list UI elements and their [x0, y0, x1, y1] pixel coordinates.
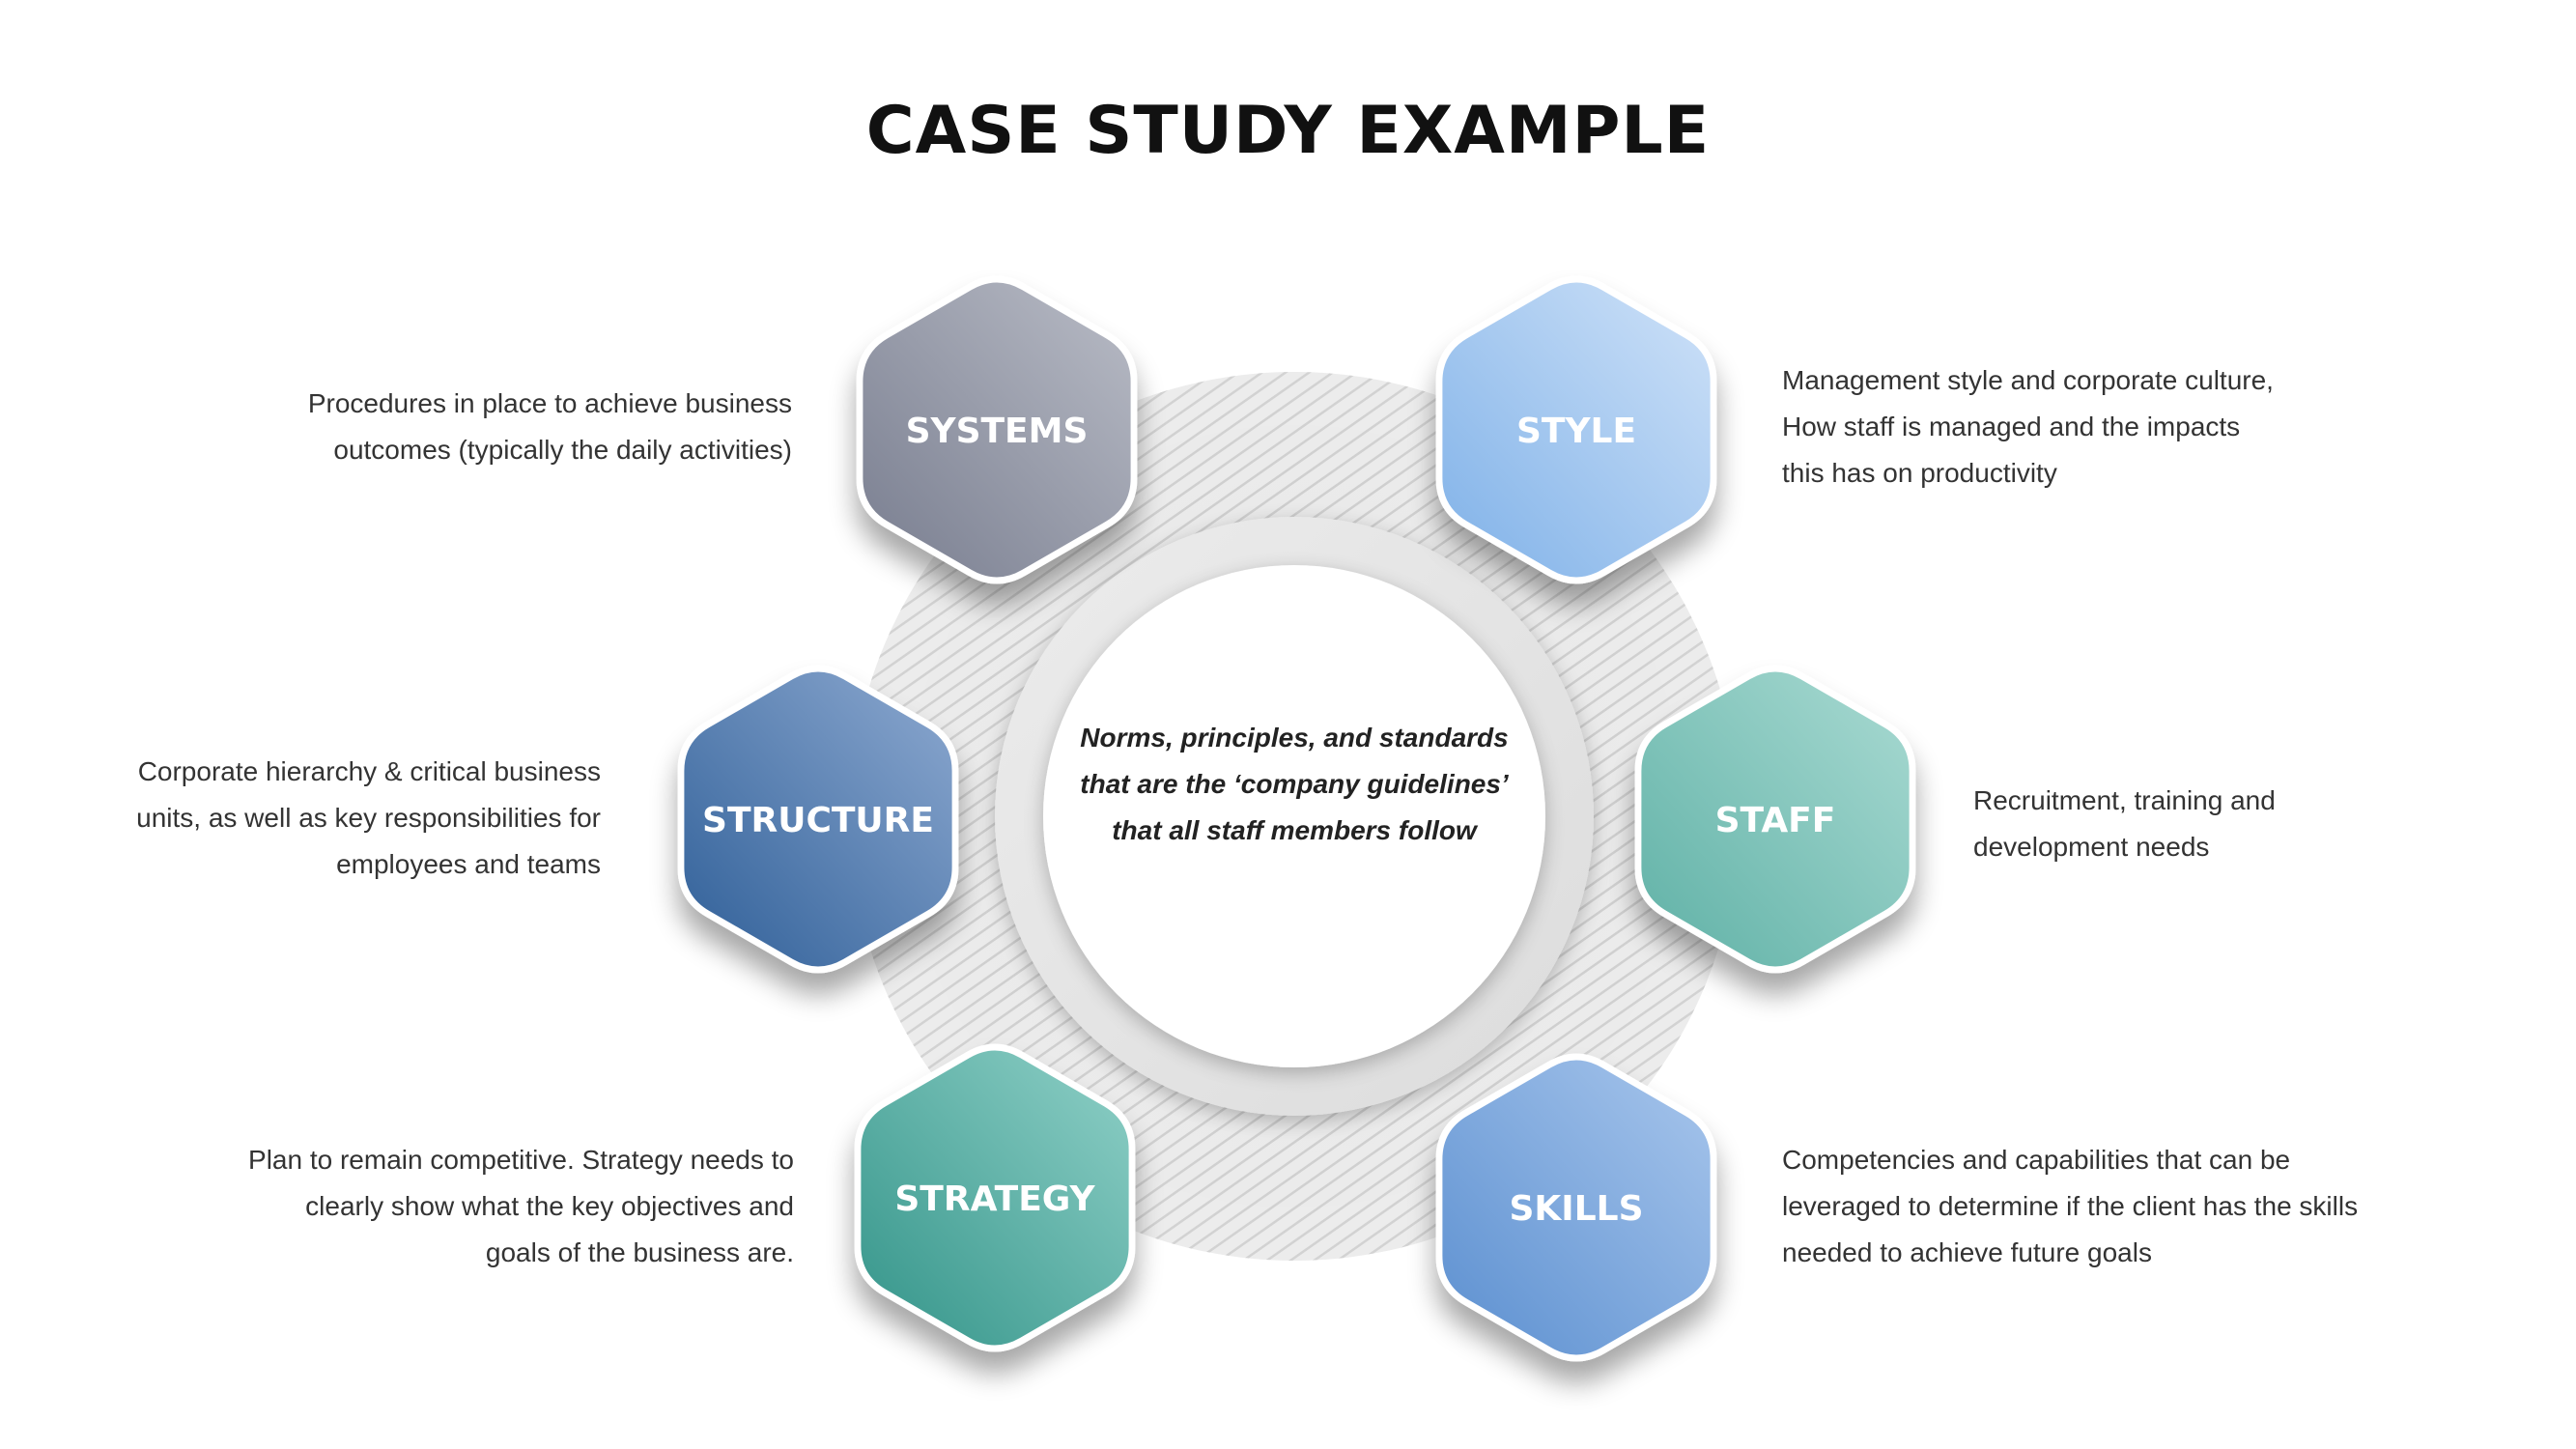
- structure-description: Corporate hierarchy & critical business …: [136, 756, 601, 879]
- style-label: STYLE: [1516, 412, 1636, 451]
- page-title: CASE STUDY EXAMPLE: [865, 93, 1711, 169]
- style-hexagon-fill: [1442, 282, 1711, 578]
- style-description: Management style and corporate culture, …: [1782, 365, 2274, 488]
- systems-description: Procedures in place to achieve business …: [307, 388, 792, 465]
- strategy-label: STRATEGY: [894, 1179, 1095, 1219]
- structure-hexagon: STRUCTURE: [677, 665, 959, 974]
- structure-hexagon-fill: [684, 671, 952, 967]
- skills-hexagon: SKILLS: [1435, 1053, 1717, 1362]
- center-circle: [1043, 565, 1545, 1067]
- hexagon-layer: SYSTEMS STYLE STRUCTURE STAFF STRATEGY SKILLS: [677, 275, 1916, 1362]
- staff-label: STAFF: [1715, 801, 1836, 840]
- style-hexagon: STYLE: [1435, 275, 1717, 584]
- strategy-hexagon-fill: [861, 1050, 1129, 1346]
- skills-description: Competencies and capabilities that can b…: [1782, 1145, 2359, 1267]
- skills-label: SKILLS: [1509, 1189, 1643, 1229]
- center-description: Norms, principles, and standards that ar…: [1080, 723, 1509, 845]
- systems-label: SYSTEMS: [906, 412, 1089, 451]
- strategy-description: Plan to remain competitive. Strategy nee…: [248, 1145, 794, 1267]
- skills-hexagon-fill: [1442, 1060, 1711, 1355]
- strategy-hexagon: STRATEGY: [854, 1043, 1136, 1352]
- staff-hexagon-fill: [1641, 671, 1910, 967]
- systems-hexagon-fill: [863, 282, 1131, 578]
- staff-description: Recruitment, training and development ne…: [1973, 785, 2276, 862]
- systems-hexagon: SYSTEMS: [856, 275, 1138, 584]
- staff-hexagon: STAFF: [1634, 665, 1916, 974]
- structure-label: STRUCTURE: [702, 801, 934, 840]
